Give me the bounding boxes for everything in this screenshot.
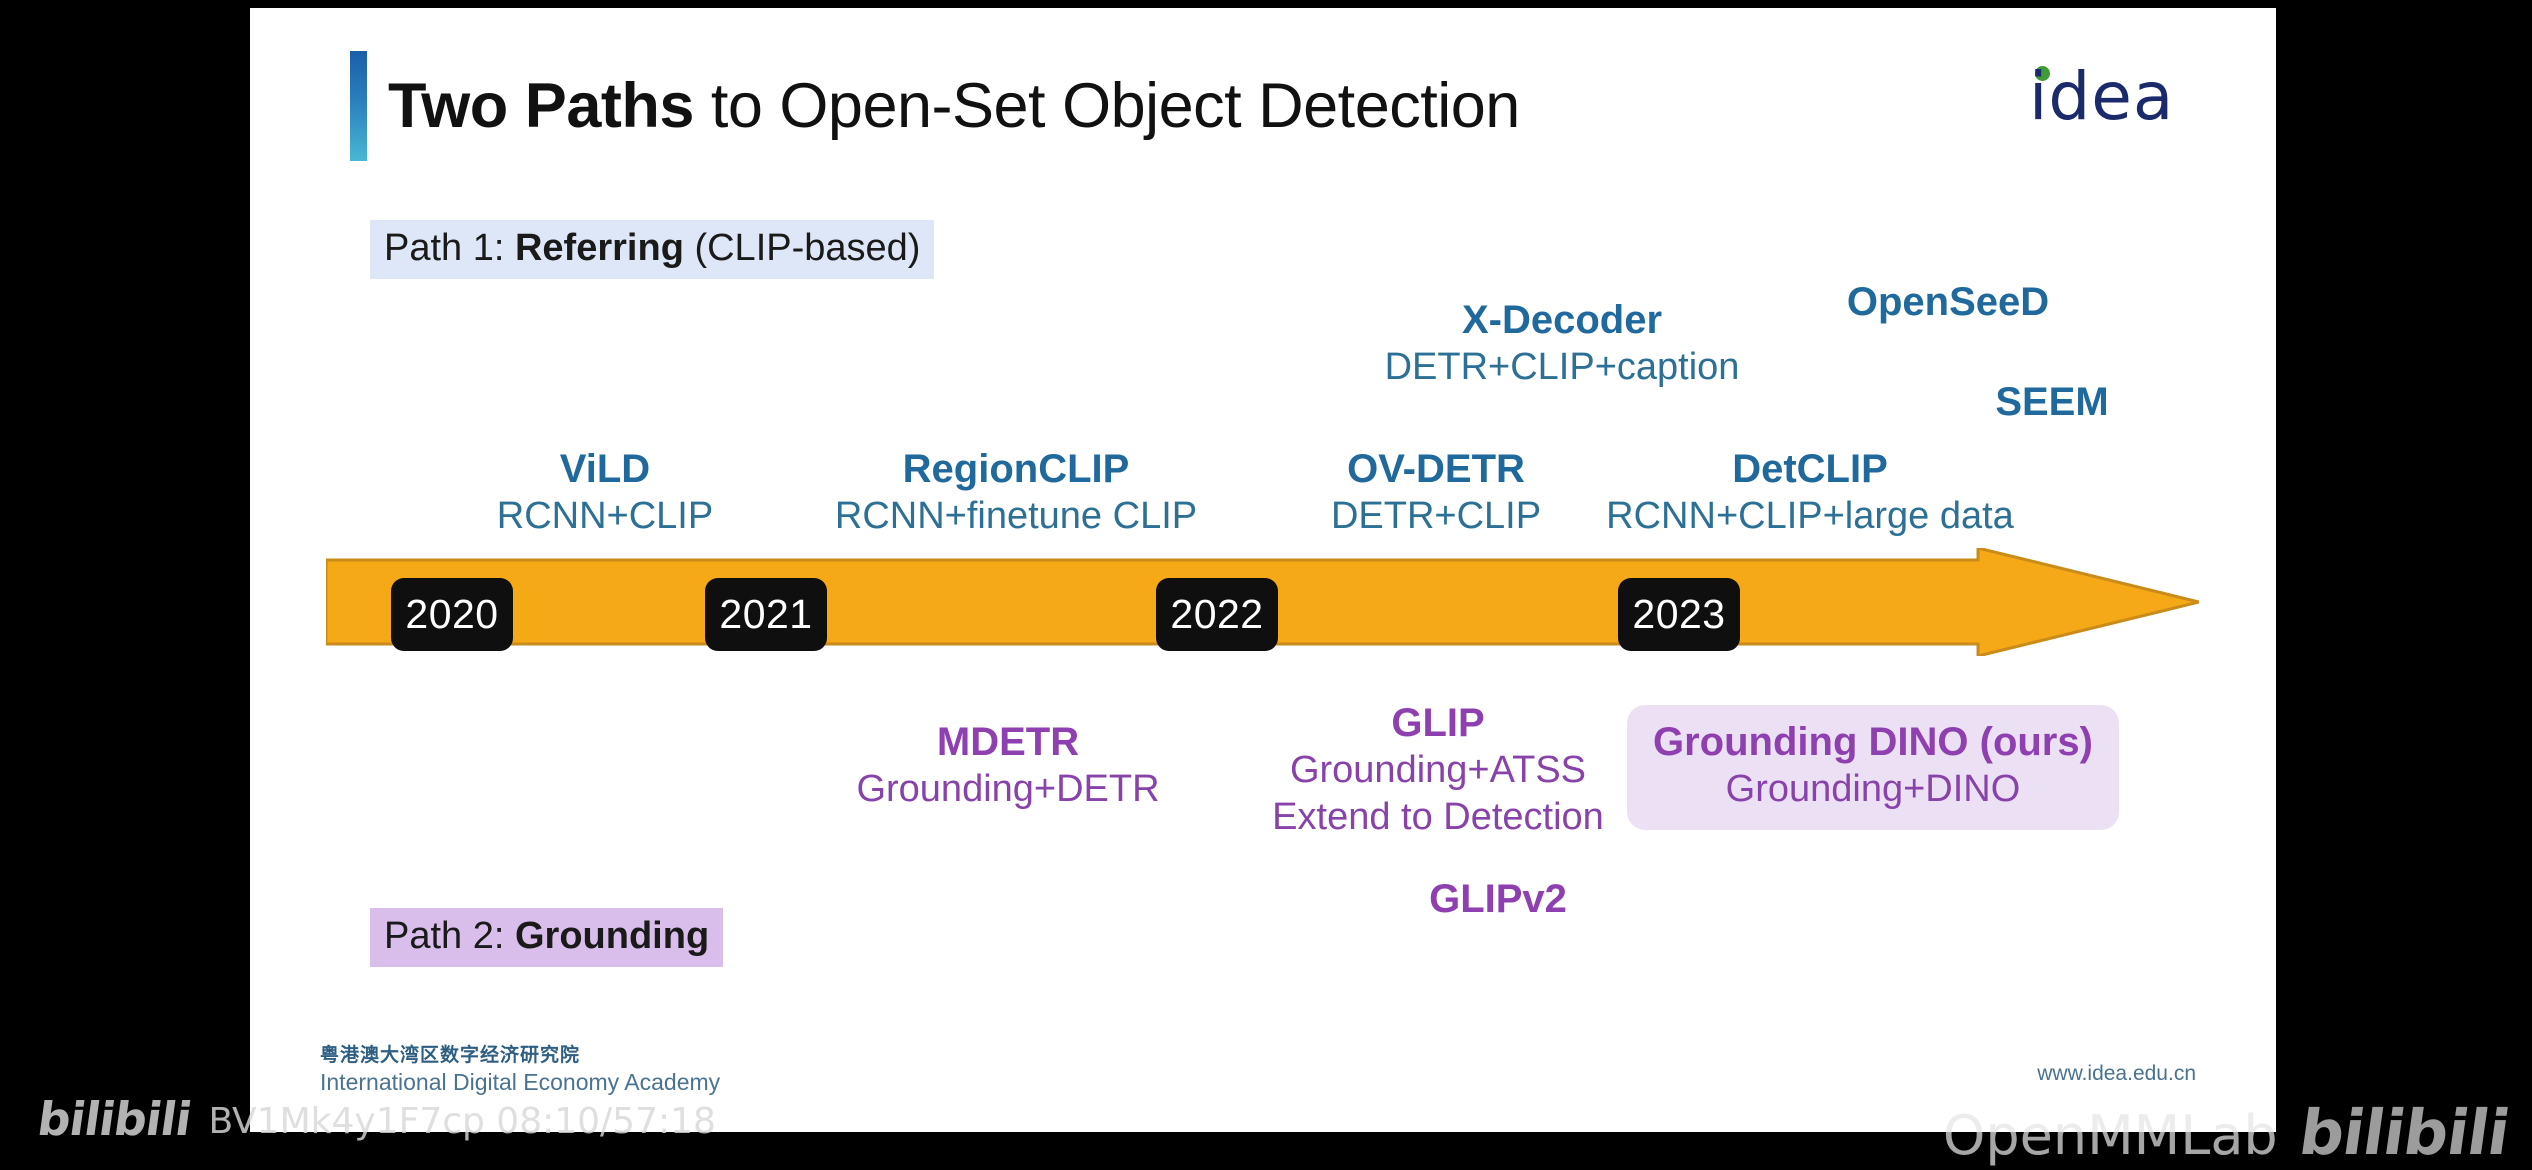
year-badge-2020: 2020: [391, 578, 513, 651]
path-1-strong: Referring: [514, 227, 684, 269]
entry-sub: RCNN+CLIP+large data: [1606, 495, 2014, 537]
path-2-prefix: Path 2:: [384, 915, 515, 957]
entry-sub-line-2: Extend to Detection: [1272, 796, 1604, 838]
year-label: 2022: [1170, 591, 1264, 637]
openmmlab-brand: OpenMMLab: [1942, 1104, 2278, 1167]
entry-grounding-dino: Grounding DINO (ours) Grounding+DINO: [1627, 705, 2119, 830]
page-title-rest: to Open-Set Object Detection: [693, 71, 1520, 141]
entry-sub-line-1: Grounding+ATSS: [1289, 749, 1587, 791]
path-2-label: Path 2: Grounding: [370, 908, 724, 967]
footer-org-en: International Digital Economy Academy: [320, 1069, 721, 1096]
year-badge-2022: 2022: [1156, 578, 1278, 651]
bilibili-watermark-right: OpenMMLab bilibili: [1942, 1096, 2513, 1169]
path-1-label: Path 1: Referring (CLIP-based): [370, 220, 935, 279]
entry-sub: Grounding+DETR: [856, 768, 1160, 810]
bilibili-watermark-left: bilibili BV1Mk4y1F7cp 08:10/57:18: [34, 1092, 716, 1146]
logo-wordmark: idea: [2029, 58, 2175, 135]
slide-canvas: Two Paths to Open-Set Object Detection i…: [250, 8, 2276, 1132]
footer-organization: 粤港澳大湾区数字经济研究院 International Digital Econ…: [320, 1043, 720, 1098]
year-label: 2021: [719, 591, 813, 637]
footer-org-cn: 粤港澳大湾区数字经济研究院: [320, 1044, 581, 1067]
entry-mdetr: MDETR Grounding+DETR: [848, 718, 1168, 813]
entry-name: Grounding DINO (ours): [1653, 720, 2093, 764]
bilibili-logo-icon: bilibili: [34, 1092, 195, 1146]
entry-sub: RCNN+CLIP: [496, 495, 714, 537]
year-badge-2021: 2021: [705, 578, 827, 651]
path-1-suffix: (CLIP-based): [683, 227, 921, 269]
entry-vild: ViLD RCNN+CLIP: [440, 445, 770, 540]
year-label: 2020: [405, 591, 499, 637]
bilibili-logo-icon: bilibili: [2294, 1096, 2514, 1169]
footer-url: www.idea.edu.cn: [2037, 1062, 2196, 1085]
entry-glipv2: GLIPv2: [1348, 875, 1648, 923]
entry-ov-detr: OV-DETR DETR+CLIP: [1266, 445, 1606, 540]
entry-sub: Grounding+DINO: [1725, 768, 2021, 810]
entry-name: SEEM: [1995, 380, 2109, 424]
entry-name: GLIPv2: [1429, 877, 1567, 921]
bilibili-video-meta: BV1Mk4y1F7cp 08:10/57:18: [208, 1101, 716, 1142]
year-label: 2023: [1632, 591, 1726, 637]
entry-glip: GLIP Grounding+ATSS Extend to Detection: [1268, 699, 1608, 841]
entry-sub: RCNN+finetune CLIP: [834, 495, 1198, 537]
entry-name: OV-DETR: [1347, 447, 1525, 491]
entry-regionclip: RegionCLIP RCNN+finetune CLIP: [786, 445, 1246, 540]
entry-name: OpenSeeD: [1846, 280, 2050, 324]
entry-x-decoder: X-Decoder DETR+CLIP+caption: [1342, 296, 1782, 391]
idea-logo: idea: [2021, 52, 2201, 135]
page-title: Two Paths to Open-Set Object Detection: [388, 56, 1520, 156]
entry-name: DetCLIP: [1732, 447, 1888, 491]
title-accent-bar: [350, 51, 367, 161]
page-title-strong: Two Paths: [388, 71, 694, 141]
entry-sub: DETR+CLIP: [1330, 495, 1542, 537]
entry-name: MDETR: [936, 720, 1080, 764]
entry-seem: SEEM: [1902, 378, 2202, 426]
entry-name: RegionCLIP: [902, 447, 1130, 491]
entry-detclip: DetCLIP RCNN+CLIP+large data: [1540, 445, 2080, 540]
path-1-prefix: Path 1:: [384, 227, 515, 269]
entry-name: ViLD: [559, 447, 651, 491]
logo-green-dot-icon: [2035, 66, 2050, 81]
entry-name: GLIP: [1391, 701, 1485, 745]
entry-sub: DETR+CLIP+caption: [1384, 346, 1740, 388]
year-badge-2023: 2023: [1618, 578, 1740, 651]
entry-openseed: OpenSeeD: [1778, 278, 2118, 326]
entry-name: X-Decoder: [1461, 298, 1663, 342]
path-2-strong: Grounding: [514, 915, 710, 957]
